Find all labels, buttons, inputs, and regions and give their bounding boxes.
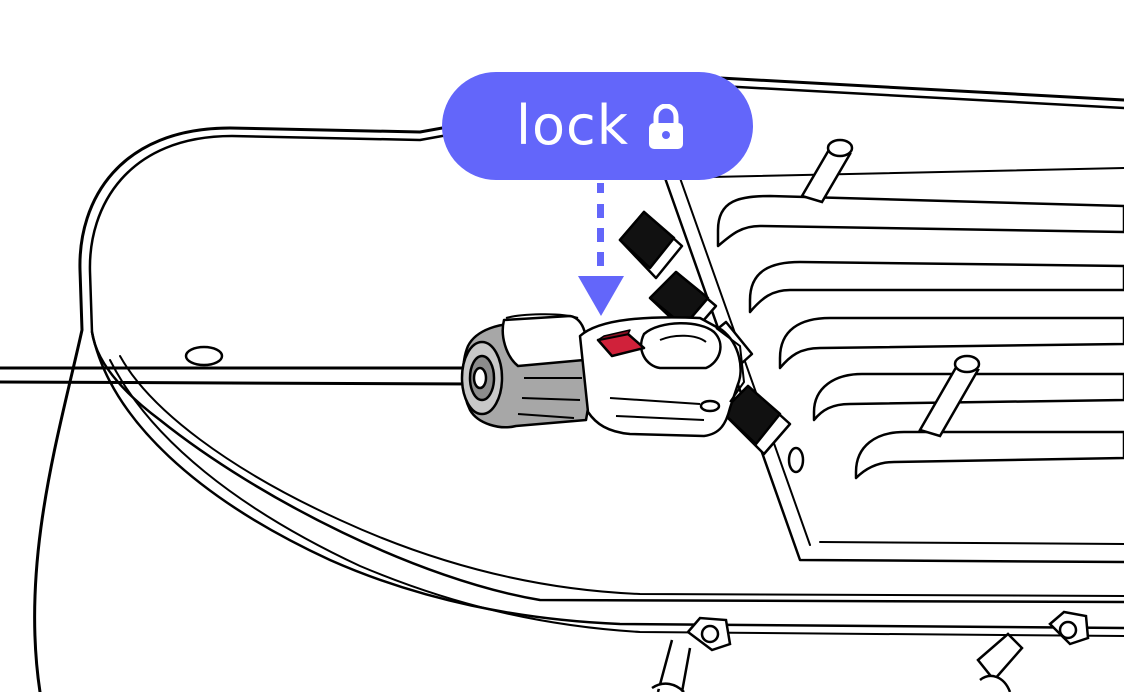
- lock-callout: lock: [442, 72, 753, 180]
- lock-label: lock: [516, 99, 629, 153]
- dashed-down-arrow-icon: [578, 183, 624, 316]
- padlock-icon: [647, 104, 685, 150]
- mounting-tabs: [652, 612, 1088, 692]
- connector-plug: [462, 314, 744, 436]
